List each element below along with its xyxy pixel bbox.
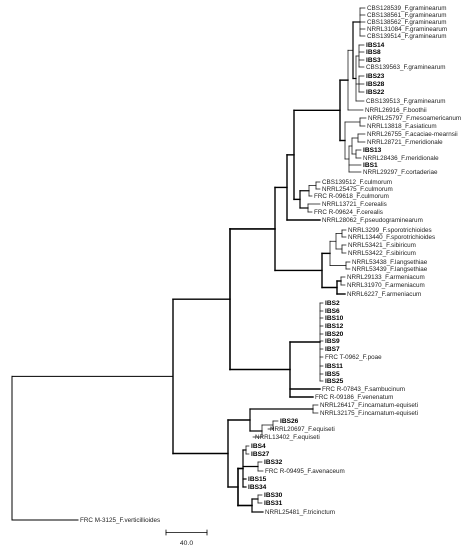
- tree-leaf-label-reference: NRRL53439_F.langsethiae: [352, 266, 428, 273]
- tree-leaf-label-reference: CBS139513_F.graminearum: [366, 98, 445, 105]
- tree-leaf-label-reference: FRC R-09624_F.cerealis: [314, 209, 383, 216]
- tree-leaf-label-isolate: IBS34: [248, 484, 267, 491]
- tree-leaf-label-reference: NRRL53421_F.sibiricum: [348, 242, 416, 249]
- tree-leaf-label-reference: NRRL13402_F.equiseti: [255, 434, 320, 441]
- tree-leaf-label-isolate: IBS26: [280, 418, 299, 425]
- tree-leaf-label-isolate: IBS7: [325, 346, 340, 353]
- tree-leaf-label-isolate: IBS13: [363, 147, 382, 154]
- tree-leaf-label-reference: CBS139563_F.graminearum: [366, 64, 445, 71]
- tree-leaf-label-reference: CBS139514_F.graminearum: [367, 33, 446, 40]
- tree-leaf-label-reference: NRRL26916_F.boothii: [365, 107, 427, 114]
- tree-leaf-label-reference: NRRL3299_F.sporotrichioides: [348, 227, 432, 234]
- tree-leaf-label-reference: NRRL29133_F.armeniacum: [347, 274, 425, 281]
- scale-bar-label: 40.0: [180, 540, 193, 547]
- tree-leaf-label-isolate: IBS32: [264, 459, 283, 466]
- tree-leaf-label-reference: NRRL26417_F.incarnatum-equiseti: [320, 402, 418, 409]
- tree-leaf-label-isolate: IBS25: [325, 378, 344, 385]
- tree-leaf-label-reference: NRRL25481_F.tricinctum: [265, 509, 335, 516]
- tree-leaf-label-reference: NRRL25475_F.culmorum: [322, 186, 393, 193]
- tree-leaf-label-reference: NRRL6227_F.armeniacum: [347, 291, 421, 298]
- tree-leaf-label-isolate: IBS1: [363, 162, 378, 169]
- tree-leaf-label-reference: FRC R-09618_F.culmorum: [314, 193, 389, 200]
- tree-leaf-label-reference: CBS138562_F.graminearum: [367, 19, 446, 26]
- tree-leaf-label-isolate: IBS4: [251, 443, 266, 450]
- tree-leaf-label-reference: FRC R-09186_F.venenatum: [315, 394, 393, 401]
- tree-leaf-label-isolate: IBS22: [366, 89, 385, 96]
- tree-leaf-label-reference: FRC R-07843_F.sambucinum: [322, 386, 405, 393]
- tree-leaf-label-reference: FRC M-3125_F.verticillioides: [80, 517, 160, 524]
- tree-leaf-labels: CBS128539_F.graminearumCBS138561_F.grami…: [80, 5, 461, 524]
- tree-leaf-label-isolate: IBS11: [325, 363, 343, 370]
- tree-leaf-label-reference: CBS139512_F.culmorum: [322, 179, 392, 186]
- tree-leaf-label-reference: CBS128539_F.graminearum: [367, 5, 446, 12]
- tree-leaf-label-reference: NRRL13818_F.asiaticum: [367, 123, 437, 130]
- scale-bar: 40.0: [165, 529, 208, 547]
- tree-leaf-label-reference: FRC T-0962_F.poae: [325, 354, 382, 361]
- tree-leaf-label-reference: FRC R-09495_F.avenaceum: [265, 468, 345, 475]
- tree-leaf-label-isolate: IBS23: [366, 73, 385, 80]
- tree-leaf-label-isolate: IBS8: [366, 49, 381, 56]
- tree-leaf-label-isolate: IBS6: [325, 308, 340, 315]
- tree-leaf-label-isolate: IBS15: [248, 476, 267, 483]
- tree-leaf-label-isolate: IBS2: [325, 300, 340, 307]
- tree-leaf-label-reference: NRRL13721_F.cerealis: [322, 201, 387, 208]
- tree-leaf-label-isolate: IBS30: [264, 492, 283, 499]
- tree-branches: [11, 7, 367, 521]
- tree-leaf-label-isolate: IBS20: [325, 331, 344, 338]
- tree-leaf-label-isolate: IBS28: [366, 81, 385, 88]
- tree-leaf-label-reference: NRRL31084_F.graminearum: [367, 26, 447, 33]
- tree-leaf-label-reference: NRRL28062_F.pseudograminearum: [322, 217, 423, 224]
- tree-leaf-label-isolate: IBS3: [366, 57, 381, 64]
- tree-leaf-label-reference: NRRL28721_F.meridionale: [367, 139, 443, 146]
- tree-leaf-label-reference: CBS138561_F.graminearum: [367, 12, 446, 19]
- tree-leaf-label-reference: NRRL20697_F.equiseti: [270, 426, 335, 433]
- tree-leaf-label-isolate: IBS27: [251, 451, 270, 458]
- tree-leaf-label-reference: NRRL31970_F.armeniacum: [347, 282, 425, 289]
- tree-leaf-label-isolate: IBS31: [264, 500, 283, 507]
- tree-leaf-label-reference: NRRL13440_F.sporotrichioides: [348, 234, 435, 241]
- tree-leaf-label-isolate: IBS5: [325, 371, 340, 378]
- tree-leaf-label-isolate: IBS12: [325, 323, 344, 330]
- tree-leaf-label-isolate: IBS14: [366, 42, 385, 49]
- tree-leaf-label-reference: NRRL26755_F.acaciae-mearnsii: [367, 131, 458, 138]
- tree-leaf-label-reference: NRRL53438_F.langsethiae: [352, 259, 428, 266]
- tree-leaf-label-reference: NRRL28436_F.meridionale: [363, 155, 439, 162]
- tree-leaf-label-reference: NRRL53422_F.sibiricum: [348, 250, 416, 257]
- tree-leaf-label-reference: NRRL29297_F.cortaderiae: [363, 169, 438, 176]
- tree-leaf-label-isolate: IBS9: [325, 338, 340, 345]
- tree-leaf-label-reference: NRRL32175_F.incarnatum-equiseti: [320, 410, 418, 417]
- tree-leaf-label-reference: NRRL25797_F.mesoamericanum: [368, 115, 461, 122]
- tree-leaf-label-isolate: IBS10: [325, 315, 344, 322]
